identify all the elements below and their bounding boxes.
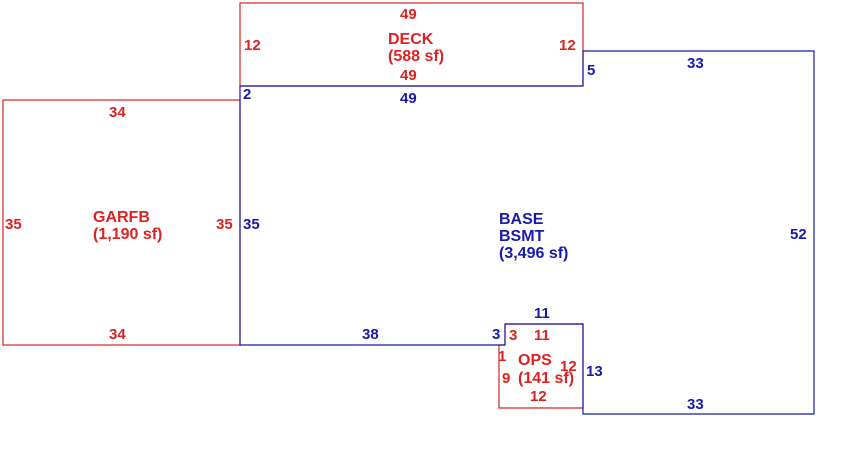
dim-base-notch-top: 11 xyxy=(534,305,550,322)
garfb-name: GARFB xyxy=(93,209,150,226)
dim-ops-top: 11 xyxy=(534,327,550,344)
dim-ops-left: 9 xyxy=(502,370,510,387)
deck-area: (588 sf) xyxy=(388,48,444,65)
dim-deck-left: 12 xyxy=(244,37,261,54)
base-area: (3,496 sf) xyxy=(499,245,568,262)
dim-base-bottom-left: 38 xyxy=(362,326,379,343)
dim-ops-bottom: 12 xyxy=(530,388,547,405)
dim-base-notch-right: 13 xyxy=(586,363,603,380)
deck-name: DECK xyxy=(388,31,434,48)
dim-base-left: 35 xyxy=(243,216,260,233)
dim-garfb-right: 35 xyxy=(216,216,233,233)
dim-deck-bottom: 49 xyxy=(400,67,417,84)
base-outline xyxy=(239,50,815,415)
ops-area: (141 sf) xyxy=(518,370,574,387)
dim-base-bottom-right: 33 xyxy=(687,396,704,413)
base-name-line2: BSMT xyxy=(499,228,545,245)
ops-name: OPS xyxy=(518,352,552,369)
dim-garfb-top: 34 xyxy=(109,104,126,121)
dim-garfb-left: 35 xyxy=(5,216,22,233)
dim-ops-step-small: 3 xyxy=(509,327,517,344)
garfb-area: (1,190 sf) xyxy=(93,226,162,243)
dim-ops-step-one: 1 xyxy=(498,348,506,365)
dim-base-notch-small: 3 xyxy=(492,326,500,343)
dim-deck-top: 49 xyxy=(400,6,417,23)
dim-garfb-bottom: 34 xyxy=(109,326,126,343)
dim-base-left-step: 2 xyxy=(243,86,251,103)
dim-base-top-right: 33 xyxy=(687,55,704,72)
dim-deck-right: 12 xyxy=(559,37,576,54)
base-name-line1: BASE xyxy=(499,211,544,228)
dim-base-step-top: 5 xyxy=(587,62,595,79)
dim-ops-right: 12 xyxy=(560,358,577,375)
dim-base-right: 52 xyxy=(790,226,807,243)
dim-base-top-left: 49 xyxy=(400,90,417,107)
